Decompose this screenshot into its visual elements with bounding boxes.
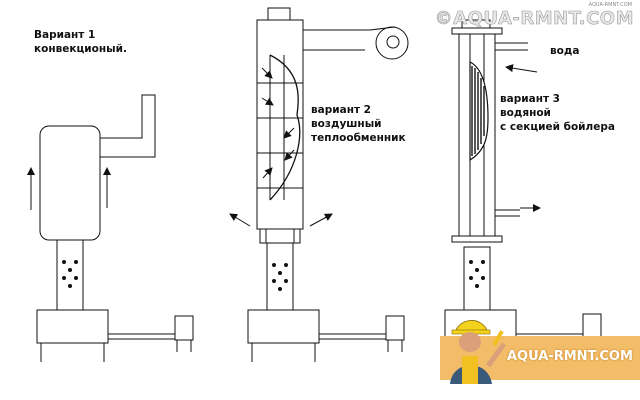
variant-3-stove [444,19,602,362]
variant-1-title: Вариант 1 [34,29,96,41]
watermark-top-right: ©AQUA-RMNT.COM [434,8,634,30]
variant-3-title: вариант 3 [500,93,560,105]
variant-3-line-2: водяной [500,107,551,119]
variant-2-label: вариант 2 воздушный теплообменник [311,103,406,145]
variant-2-line-3: теплообменник [311,132,406,144]
variant-2-line-2: воздушный [311,118,382,130]
variant-1-subtitle: конвекционый. [34,43,127,55]
variant-1-stove [27,94,194,362]
variant-1-label: Вариант 1 конвекционый. [34,28,127,56]
water-label: вода [550,45,580,57]
worker-with-hardhat-icon [440,320,640,384]
variant-3-line-3: с секцией бойлера [500,121,615,133]
variant-2-stove [229,7,409,362]
variant-2-title: вариант 2 [311,104,371,116]
watermark-small: AQUA-RMNT.COM [588,2,632,8]
variant-3-label: вариант 3 водяной с секцией бойлера [500,92,615,134]
watermark-banner-text: AQUA-RMNT.COM [507,349,633,364]
